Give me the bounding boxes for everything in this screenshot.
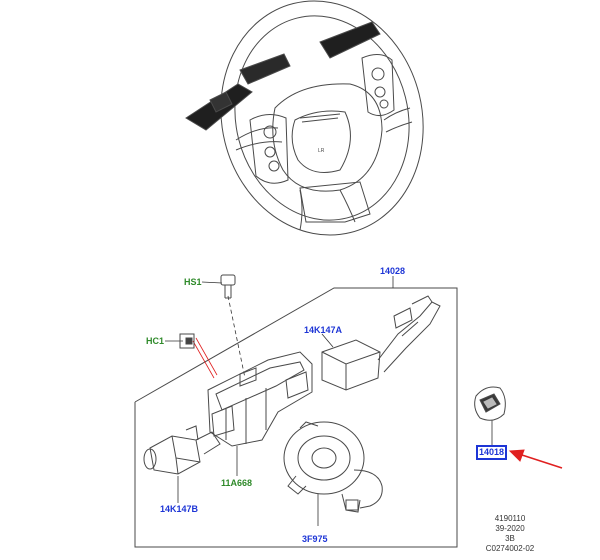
callout-column-housing[interactable]: 11A668 [221, 478, 253, 488]
stalk-switch-left-part [143, 425, 221, 475]
callout-clockspring[interactable]: 3F975 [302, 534, 328, 544]
stalk-switch-right-part [321, 295, 441, 391]
red-pointer-arrow [508, 449, 563, 469]
callout-hc1[interactable]: HC1 [146, 336, 165, 346]
svg-text:LR: LR [318, 148, 325, 154]
reference-block: 4190110 39-2020 3B C0274002-02 [480, 514, 540, 554]
reference-line-4: C0274002-02 [485, 544, 535, 553]
selected-switch-part [474, 386, 506, 421]
callout-assembly[interactable]: 14028 [380, 266, 406, 276]
reference-line-2: 39-2020 [495, 524, 525, 533]
column-housing-part [207, 351, 313, 447]
steering-wheel-illustration: LR [185, 0, 424, 236]
screw-hs1-part [220, 274, 236, 299]
callout-stalk-switch-right[interactable]: 14K147A [304, 325, 343, 335]
connector-hc1-part [179, 333, 195, 349]
assembly-frame [134, 287, 458, 548]
callout-hs1[interactable]: HS1 [184, 277, 202, 287]
callout-stalk-switch-left[interactable]: 14K147B [160, 504, 199, 514]
clockspring-part [283, 421, 383, 513]
reference-line-1: 4190110 [494, 514, 526, 523]
reference-line-3: 3B [505, 534, 515, 543]
callout-selected-switch[interactable]: 14018 [476, 445, 508, 460]
